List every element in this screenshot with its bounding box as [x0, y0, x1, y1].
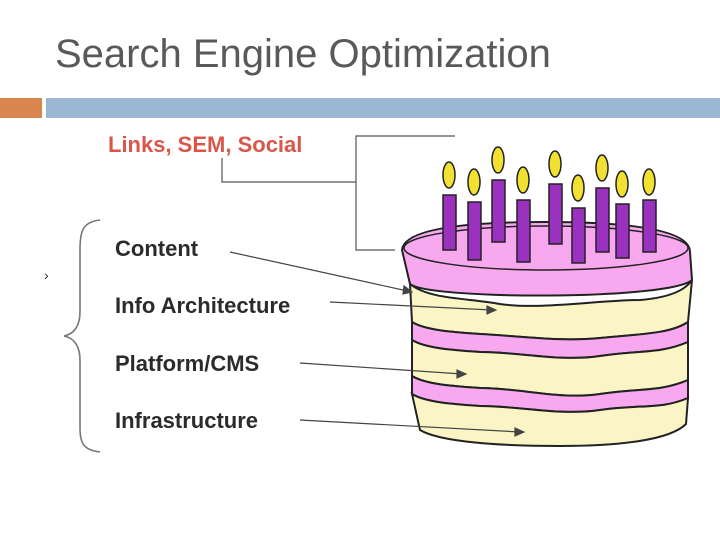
label-content: Content: [115, 236, 199, 261]
pointer-content: [229, 251, 413, 293]
top-label-connector: [221, 158, 395, 251]
slide-title: Search Engine Optimization: [55, 32, 551, 76]
candle: [442, 161, 457, 251]
accent-bar-separator: [42, 98, 46, 118]
candle: [615, 170, 630, 259]
candle: [595, 154, 610, 253]
pointer-info-architecture: [329, 301, 493, 311]
layers-curly-brace: [63, 219, 101, 453]
top-label-connector-upper: [355, 135, 455, 182]
stray-mark: ›: [44, 267, 49, 283]
layer-pointers: [229, 251, 526, 437]
candle: [516, 166, 531, 263]
candle: [491, 146, 506, 243]
cake: [400, 220, 694, 448]
label-links-sem-social: Links, SEM, Social: [108, 132, 303, 157]
pointer-infrastructure: [299, 419, 521, 433]
cake-layer-3: [410, 391, 690, 448]
candles: [442, 146, 657, 264]
accent-bar-blue: [46, 98, 720, 118]
candle: [642, 168, 657, 253]
pointer-platform-cms: [299, 362, 463, 375]
label-infrastructure: Infrastructure: [115, 408, 259, 433]
candle: [467, 168, 482, 261]
label-info-architecture: Info Architecture: [115, 293, 291, 318]
label-platform-cms: Platform/CMS: [115, 351, 260, 376]
accent-bar-orange: [0, 98, 42, 118]
candle: [571, 174, 586, 264]
candle: [548, 150, 563, 245]
